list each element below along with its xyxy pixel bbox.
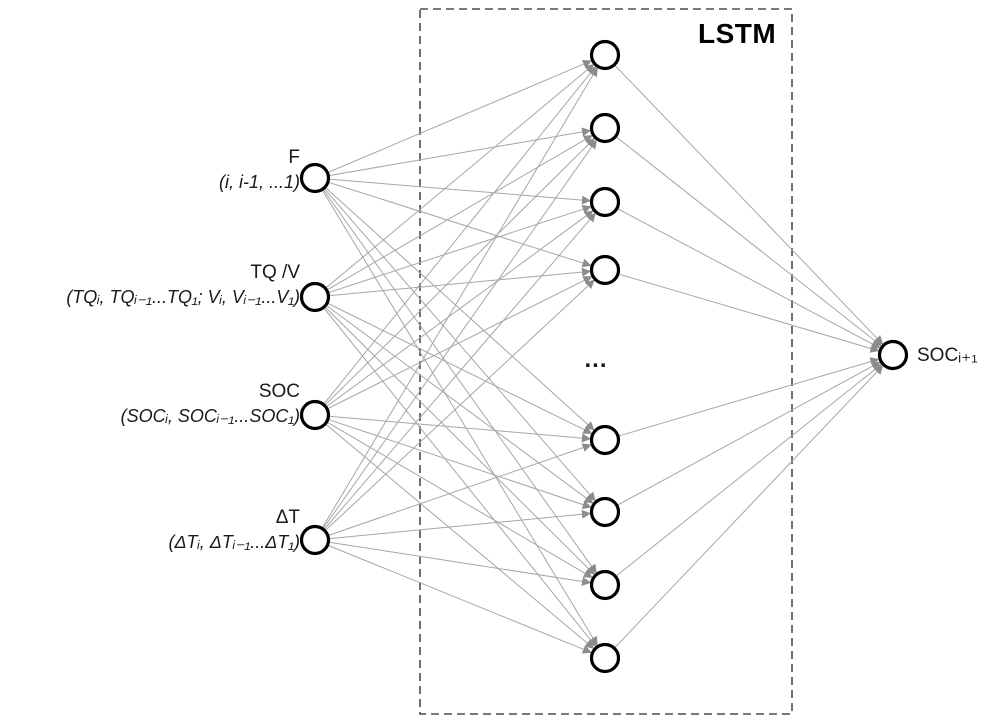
input-soc-history: (SOCᵢ, SOCᵢ₋₁...SOC₁) [120,406,300,426]
hidden-node-6 [589,496,621,528]
connection-edge [613,64,884,345]
connection-edge [328,509,591,540]
input-node-1 [299,162,331,194]
hidden-nodes-ellipsis: ... [584,346,608,373]
connection-edge [327,418,592,509]
input-soc-name: SOC [258,381,300,402]
hidden-node-3 [589,186,621,218]
connection-edge [326,135,593,291]
input-label-f: F (i, i-1, ...1) [219,145,300,195]
connection-edge [324,279,595,532]
connection-edge [323,66,597,405]
connection-edge [321,67,598,529]
connection-edge [326,421,593,578]
connection-edge [327,59,592,174]
connection-edge [325,304,594,504]
output-node-label: SOCᵢ₊₁ [917,345,978,366]
input-node-3 [299,399,331,431]
node-layer [299,39,909,674]
connection-edge [323,187,596,502]
connection-edge [321,189,598,646]
input-tqv-history: (TQᵢ, TQᵢ₋₁...TQ₁; Vᵢ, Vᵢ₋₁...V₁) [66,287,300,307]
connection-edge [324,137,595,406]
lstm-dashed-box [419,8,793,715]
connection-edge [615,136,882,347]
output-node [877,339,909,371]
connection-edge [616,207,881,349]
connection-edge [328,415,591,443]
input-label-dt: ΔT (ΔTᵢ, ΔTᵢ₋₁...ΔT₁) [168,505,300,555]
hidden-node-5 [589,424,621,456]
input-f-history: (i, i-1, ...1) [218,172,300,192]
hidden-node-4 [589,254,621,286]
connection-edge [325,64,595,289]
connection-edge [327,204,592,294]
lstm-box-title: LSTM [698,18,777,49]
connection-edge [326,302,593,434]
input-dt-history: (ΔTᵢ, ΔTᵢ₋₁...ΔT₁) [168,532,300,552]
connection-edge [326,276,593,410]
connection-edge [323,307,597,647]
connection-edge [323,212,596,531]
connection-edge [328,541,592,586]
connection-edge [325,210,594,408]
connection-edge [324,423,595,649]
connection-edge [615,363,882,577]
connection-edge [328,127,592,177]
connection-edge [322,188,597,574]
connection-edge [327,181,592,268]
hidden-node-7 [589,569,621,601]
connection-edge [613,365,884,649]
connection-edge [328,267,591,297]
connection-edge [328,178,591,205]
input-dt-name: ΔT [275,507,300,528]
hidden-node-8 [589,642,621,674]
connection-edge [617,273,880,353]
connection-edge [322,139,597,530]
input-tqv-name: TQ /V [250,262,300,283]
connection-edge [324,186,595,431]
connection-edge [324,306,595,576]
connection-edge [327,443,592,537]
connection-edge [327,544,592,654]
input-label-soc: SOC (SOCᵢ, SOCᵢ₋₁...SOC₁) [121,379,300,429]
input-node-2 [299,281,331,313]
input-label-tqv: TQ /V (TQᵢ, TQᵢ₋₁...TQ₁; Vᵢ, Vᵢ₋₁...V₁) [66,260,300,310]
input-node-4 [299,524,331,556]
input-f-name: F [288,147,300,168]
hidden-node-2 [589,112,621,144]
connection-edge [616,361,881,506]
hidden-node-1 [589,39,621,71]
edge-layer [321,59,884,654]
connection-edge [617,357,880,437]
